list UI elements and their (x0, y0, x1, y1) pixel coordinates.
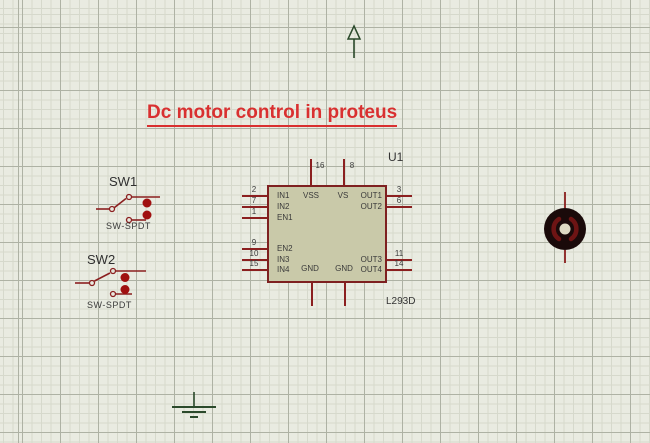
pin-name: IN4 (277, 265, 290, 274)
pin-number: 7 (251, 196, 257, 205)
pin-stub[interactable] (310, 159, 312, 185)
pin-name: VSS (302, 191, 319, 200)
pin-stub[interactable] (311, 283, 313, 306)
pin-number: 16 (315, 161, 325, 170)
throw-contact-top (125, 193, 133, 201)
pin-name: VS (337, 191, 349, 200)
ic-body[interactable] (267, 185, 387, 283)
pin-stub[interactable] (242, 206, 267, 208)
pin-number: 15 (249, 259, 259, 268)
junction-dot (142, 210, 152, 220)
pin-number: 10 (249, 249, 259, 258)
motor-shaft-hole (559, 223, 571, 235)
pin-name: IN1 (277, 191, 290, 200)
pin-number: 1 (251, 207, 257, 216)
power-terminal-icon[interactable] (343, 24, 365, 60)
pin-number: 14 (394, 259, 404, 268)
spdt-switch-icon[interactable] (74, 264, 150, 302)
pin-name: EN2 (277, 244, 293, 253)
pin-stub[interactable] (242, 195, 267, 197)
pin-name: IN3 (277, 255, 290, 264)
arrow-head (346, 24, 362, 40)
switch-type-label: SW-SPDT (87, 300, 132, 310)
pin-stub[interactable] (344, 283, 346, 306)
ic-part-label: L293D (386, 296, 416, 307)
pin-stub[interactable] (242, 259, 267, 261)
pin-number: 9 (251, 238, 257, 247)
dc-motor-icon[interactable] (540, 188, 590, 268)
pin-stub[interactable] (387, 269, 412, 271)
throw-contact-bottom (109, 290, 117, 298)
switch-lever (114, 197, 127, 209)
pin-number: 6 (396, 196, 402, 205)
pin-name: OUT2 (360, 202, 382, 211)
pin-stub[interactable] (242, 269, 267, 271)
pin-name: GND (335, 264, 353, 273)
pin-name: IN2 (277, 202, 290, 211)
motor-brush-left (551, 216, 562, 242)
pin-stub[interactable] (242, 248, 267, 250)
junction-dot (142, 198, 152, 208)
pin-number: 11 (394, 249, 404, 258)
pin-name: OUT1 (360, 191, 382, 200)
pin-number: 3 (396, 185, 402, 194)
spdt-switch-icon[interactable] (94, 190, 166, 228)
junction-dot (120, 285, 130, 294)
ic-ref-label: U1 (388, 150, 404, 164)
pin-name: GND (301, 264, 319, 273)
pin-stub[interactable] (387, 259, 412, 261)
schematic-title: Dc motor control in proteus (147, 102, 398, 127)
pin-name: OUT4 (360, 265, 382, 274)
junction-dot (120, 273, 130, 282)
pin-stub[interactable] (242, 217, 267, 219)
motor-brush-right (568, 216, 579, 242)
pin-number: 8 (349, 161, 355, 170)
throw-contact-top (109, 267, 117, 275)
pin-name: EN1 (277, 213, 293, 222)
pin-name: OUT3 (360, 255, 382, 264)
pole-contact (108, 205, 116, 213)
switch-lever (94, 272, 111, 282)
pin-stub[interactable] (387, 206, 412, 208)
pin-stub[interactable] (343, 159, 345, 185)
switch-ref-label: SW2 (87, 252, 116, 267)
switch-ref-label: SW1 (109, 174, 138, 189)
pin-stub[interactable] (387, 195, 412, 197)
pole-contact (88, 279, 96, 287)
switch-type-label: SW-SPDT (106, 221, 151, 231)
ground-terminal-icon[interactable] (171, 389, 217, 421)
pin-number: 2 (251, 185, 257, 194)
